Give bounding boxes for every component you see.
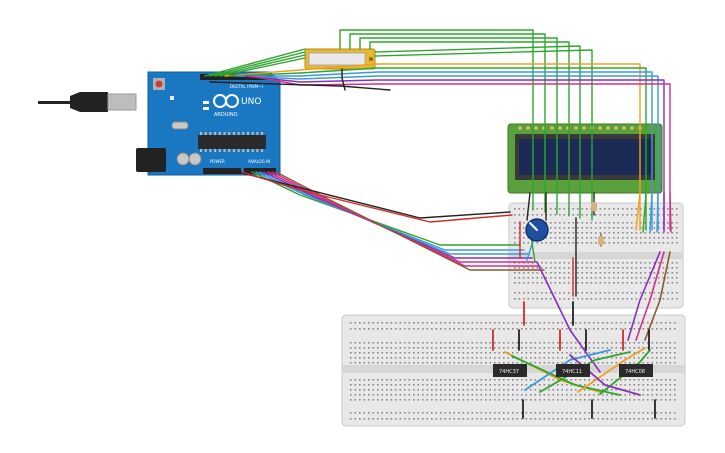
arduino-uno: ARDUINO UNO DIGITAL (PWM~) POWER ANALOG … <box>38 71 281 176</box>
chip-left: 74HC37 <box>493 364 527 377</box>
wires <box>204 29 672 419</box>
arduino-brand: ARDUINO <box>214 112 238 118</box>
resistor <box>598 233 604 247</box>
analog-header-label: ANALOG IN <box>248 159 270 164</box>
resistor <box>591 199 597 213</box>
power-header-label: POWER <box>210 159 225 164</box>
chip-right: 74HC08 <box>619 364 653 377</box>
chip-left-label: 74HC37 <box>499 369 519 375</box>
arduino-model: UNO <box>241 97 261 107</box>
digital-header-label: DIGITAL (PWM~) <box>230 84 264 89</box>
dip-switch <box>304 48 376 70</box>
potentiometer <box>525 218 549 242</box>
lcd-display <box>507 123 663 194</box>
chip-right-label: 74HC08 <box>625 369 645 375</box>
usb-cable <box>38 92 137 112</box>
chip-middle: 74HC11 <box>556 364 590 377</box>
chip-middle-label: 74HC11 <box>562 369 582 375</box>
